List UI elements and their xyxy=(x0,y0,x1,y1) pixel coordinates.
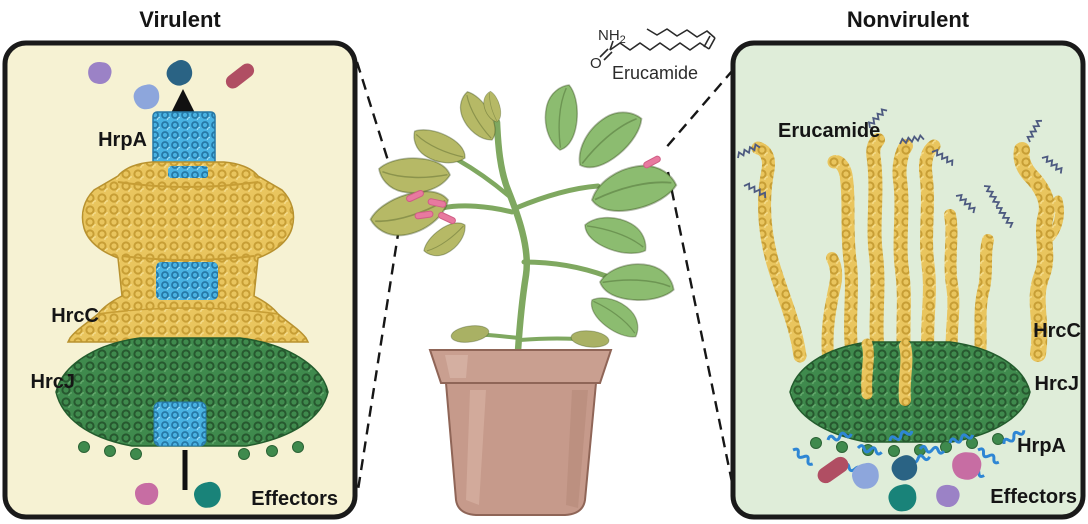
pot-rim xyxy=(428,349,613,384)
label-hrcj-left: HrcJ xyxy=(31,371,75,393)
carbonyl-o-label: O xyxy=(590,55,602,72)
left-panel-title: Virulent xyxy=(139,7,221,32)
hrcj-ring xyxy=(55,337,329,460)
pot-shadow xyxy=(566,390,588,508)
pot-rim-highlight xyxy=(445,355,468,378)
secretion-arrow-icon xyxy=(171,89,195,150)
erucamide-structure: NH2 O Erucamide xyxy=(590,27,716,83)
tomato-plant xyxy=(366,81,680,355)
amide-nh2-label: NH2 xyxy=(598,27,626,46)
unsecreted-effectors xyxy=(817,447,985,512)
pilus-channel-waist xyxy=(156,262,218,300)
basal-leaves xyxy=(450,325,610,348)
pot-highlight xyxy=(466,390,486,505)
label-effectors-right: Effectors xyxy=(990,486,1077,508)
healthy-leaves xyxy=(538,81,680,347)
hrpa-pilus-tip xyxy=(153,401,207,447)
bacteria-rods xyxy=(406,155,661,225)
hrcj-ring-right xyxy=(789,338,1031,457)
label-hrcc-left: HrcC xyxy=(51,305,99,327)
virulent-panel: HrpA HrcC HrcJ Effectors xyxy=(2,40,358,520)
nonvirulent-panel: Erucamide HrcC HrcJ HrpA Effectors xyxy=(730,40,1086,520)
right-panel-title: Nonvirulent xyxy=(847,7,970,32)
hrcc-fibrils xyxy=(751,133,1065,364)
label-hrpa-right: HrpA xyxy=(1017,435,1066,457)
secreted-effectors xyxy=(84,57,255,110)
erucamide-name-label: Erucamide xyxy=(612,63,698,83)
hrcc-body xyxy=(66,161,310,343)
callout-line-right-bottom xyxy=(666,171,736,493)
label-effectors-left: Effectors xyxy=(251,488,338,510)
flower-pot xyxy=(428,349,613,516)
callout-line-left-bottom xyxy=(356,227,401,491)
effector-blob-maroon-right xyxy=(817,456,849,484)
label-hrcc-right: HrcC xyxy=(1033,320,1081,342)
label-erucamide-right: Erucamide xyxy=(778,120,880,142)
label-hrcj-right: HrcJ xyxy=(1035,373,1079,395)
effector-blob-maroon xyxy=(225,63,255,89)
skeletal-formula xyxy=(599,28,716,61)
label-hrpa-left: HrpA xyxy=(98,129,147,151)
pilus-channel-top xyxy=(168,166,208,178)
